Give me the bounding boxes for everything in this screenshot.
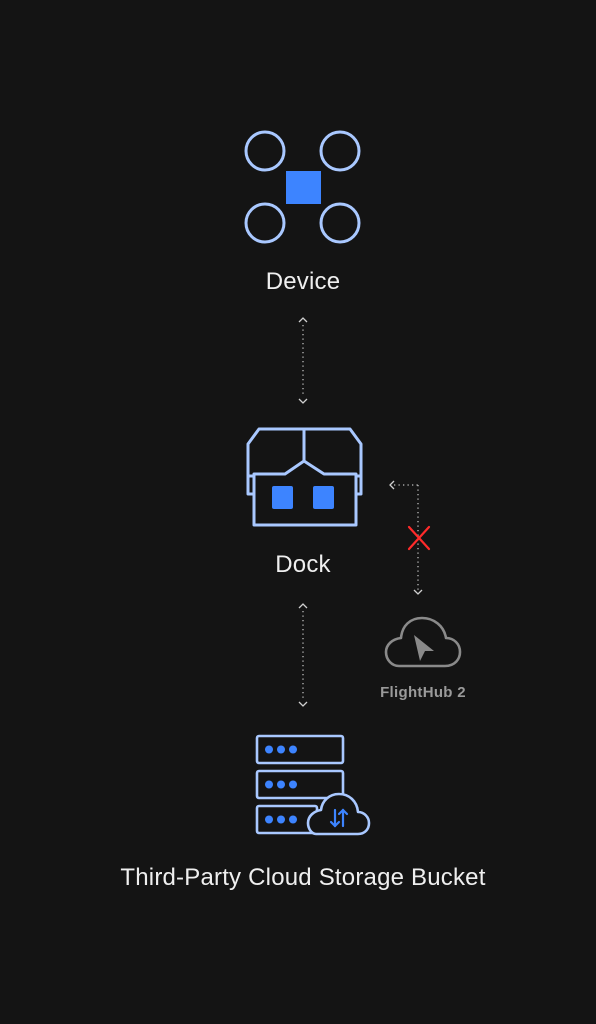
dock-storage-connector (298, 603, 308, 707)
cloud-cursor-icon (384, 616, 462, 668)
server-cloud-icon (255, 734, 371, 836)
dock-label: Dock (275, 551, 331, 578)
device-dock-connector (298, 317, 308, 404)
drone-icon (244, 130, 361, 244)
device-label: Device (265, 268, 341, 295)
flighthub-label: FlightHub 2 (380, 684, 466, 701)
cross-icon (407, 525, 431, 551)
storage-label: Third-Party Cloud Storage Bucket (120, 864, 486, 891)
dock-icon (246, 427, 363, 527)
dock-flighthub-connector (389, 480, 423, 595)
